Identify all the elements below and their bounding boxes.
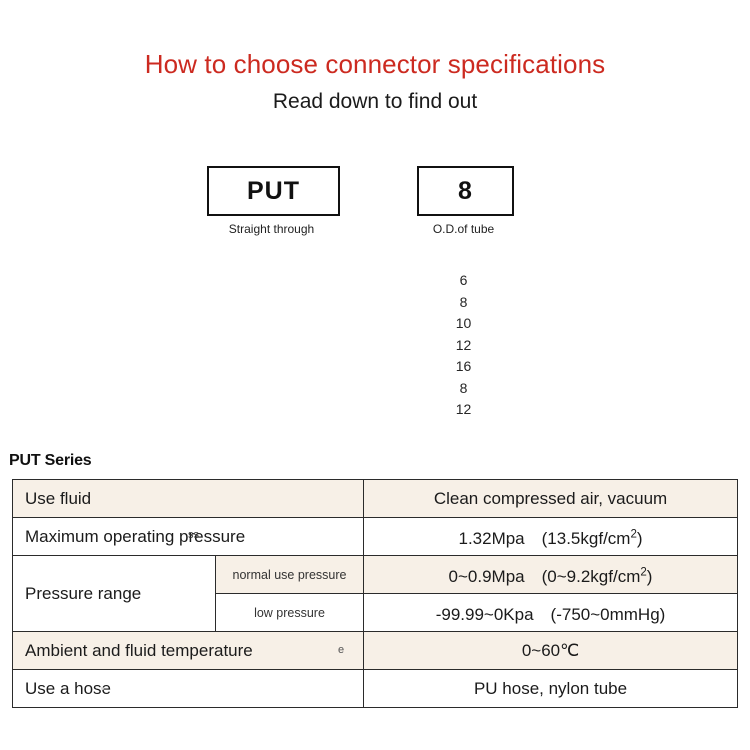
series-heading: PUT Series: [9, 452, 92, 469]
row-label-pressure-range: Pressure range: [12, 555, 216, 632]
table-row: Use fluid Clean compressed air, vacuum: [11, 479, 739, 518]
table-row: Pressure range normal use pressure 0~0.9…: [12, 555, 739, 632]
row-label-text: Ambient and fluid temperature: [25, 640, 253, 660]
list-item: 8: [459, 293, 468, 310]
scan-artifact-overlap: ss: [188, 529, 199, 541]
value-superscript: 2: [640, 566, 647, 579]
tube-size-option-list: 6 8 10 12 16 8 12: [400, 270, 527, 421]
row-label-max-operating-pressure: Maximum operating pressure ss: [11, 517, 365, 556]
table-row: Maximum operating pressure ss 1.32Mpa (1…: [11, 517, 739, 556]
row-label-ambient-fluid-temperature: Ambient and fluid temperature e: [11, 631, 365, 670]
value-main: 0~0.9Mpa (0~9.2kgf/cm: [448, 567, 641, 586]
row-value-ambient-fluid-temperature: 0~60℃: [363, 631, 739, 670]
sub-row-label-low-pressure: low pressure: [214, 593, 365, 632]
value-main: 1.32Mpa (13.5kgf/cm: [458, 529, 631, 548]
row-label-text: Maximum operating pressure: [25, 526, 246, 546]
tube-size-code-caption: O.D.of tube: [432, 222, 495, 236]
row-label-text: Use a hose: [25, 678, 111, 698]
list-item: 8: [459, 379, 468, 396]
list-item: 12: [455, 336, 472, 353]
series-code-caption: Straight through: [228, 222, 315, 236]
list-item: 6: [459, 272, 468, 288]
value-tail: ): [636, 529, 643, 548]
row-label-use-fluid: Use fluid: [11, 479, 365, 518]
row-value-use-fluid: Clean compressed air, vacuum: [363, 479, 739, 518]
page-title: How to choose connector specifications: [144, 49, 606, 79]
sub-row-value-normal-use-pressure: 0~0.9Mpa (0~9.2kgf/cm2): [363, 555, 739, 594]
list-item: 16: [455, 358, 472, 374]
list-item: 12: [455, 401, 472, 417]
row-label-use-a-hose: Use a hose: [11, 669, 365, 708]
specifications-table: Use fluid Clean compressed air, vacuum M…: [11, 479, 739, 708]
table-row: Use a hose PU hose, nylon tube: [11, 669, 739, 708]
sub-row-value-low-pressure: -99.99~0Kpa (-750~0mmHg): [363, 593, 739, 632]
tube-size-code-box: 8: [417, 166, 514, 216]
row-value-max-operating-pressure: 1.32Mpa (13.5kgf/cm2): [363, 517, 739, 556]
sub-row-label-normal-use-pressure: normal use pressure: [214, 555, 365, 594]
scan-artifact-e: e: [338, 644, 345, 656]
series-code-box: PUT: [207, 166, 340, 216]
list-item: 10: [455, 315, 472, 331]
row-value-use-a-hose: PU hose, nylon tube: [363, 669, 739, 708]
value-tail: ): [646, 567, 653, 586]
table-row: Ambient and fluid temperature e 0~60℃: [11, 631, 739, 670]
scan-artifact-dot: [101, 687, 104, 690]
value-main: -99.99~0Kpa (-750~0mmHg): [435, 605, 666, 624]
value-superscript: 2: [630, 528, 637, 541]
page-subtitle: Read down to find out: [272, 90, 478, 113]
